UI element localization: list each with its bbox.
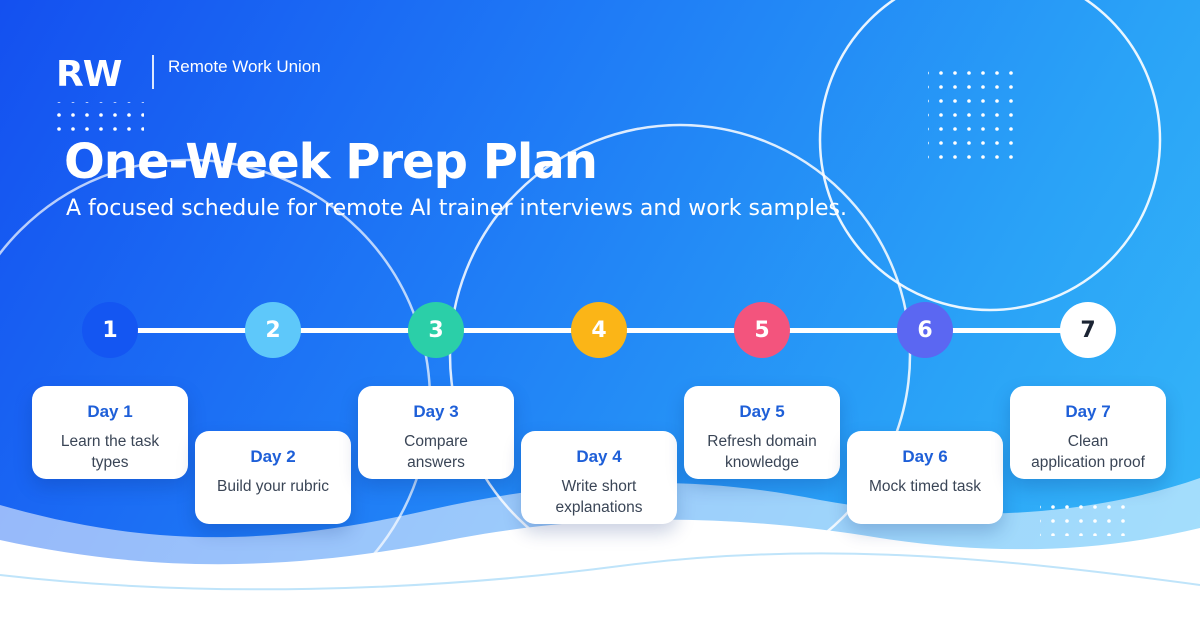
logo-divider [152, 55, 154, 89]
day-3-step-circle: 3 [408, 302, 464, 358]
page-title: One-Week Prep Plan [64, 134, 598, 190]
day-2-step-circle: 2 [245, 302, 301, 358]
day-4-step-circle: 4 [571, 302, 627, 358]
card-task: Mock timed task [869, 478, 981, 495]
page-subtitle: A focused schedule for remote AI trainer… [66, 196, 847, 221]
day-6-step-circle: 6 [897, 302, 953, 358]
day-1-step-circle: 1 [82, 302, 138, 358]
dot-grid-logo [52, 102, 144, 138]
day-6-card: Day 6 Mock timed task [847, 431, 1003, 524]
card-day-title: Day 4 [576, 447, 622, 466]
wave-front [0, 519, 1200, 630]
card-task: Build your rubric [217, 478, 329, 495]
day-7-step-circle: 7 [1060, 302, 1116, 358]
brand-logo: RW [56, 54, 122, 95]
card-day-title: Day 3 [413, 402, 459, 421]
card-day-title: Day 2 [250, 447, 296, 466]
card-day-title: Day 1 [87, 402, 133, 421]
card-day-title: Day 7 [1065, 402, 1111, 421]
dot-grid-top-right [928, 70, 1020, 162]
wave-line [0, 552, 1200, 591]
day-5-step-circle: 5 [734, 302, 790, 358]
decor-circle-right [818, 0, 1162, 312]
card-day-title: Day 5 [739, 402, 785, 421]
card-day-title: Day 6 [902, 447, 948, 466]
org-name: Remote Work Union [168, 57, 321, 76]
day-2-card: Day 2 Build your rubric [195, 431, 351, 524]
